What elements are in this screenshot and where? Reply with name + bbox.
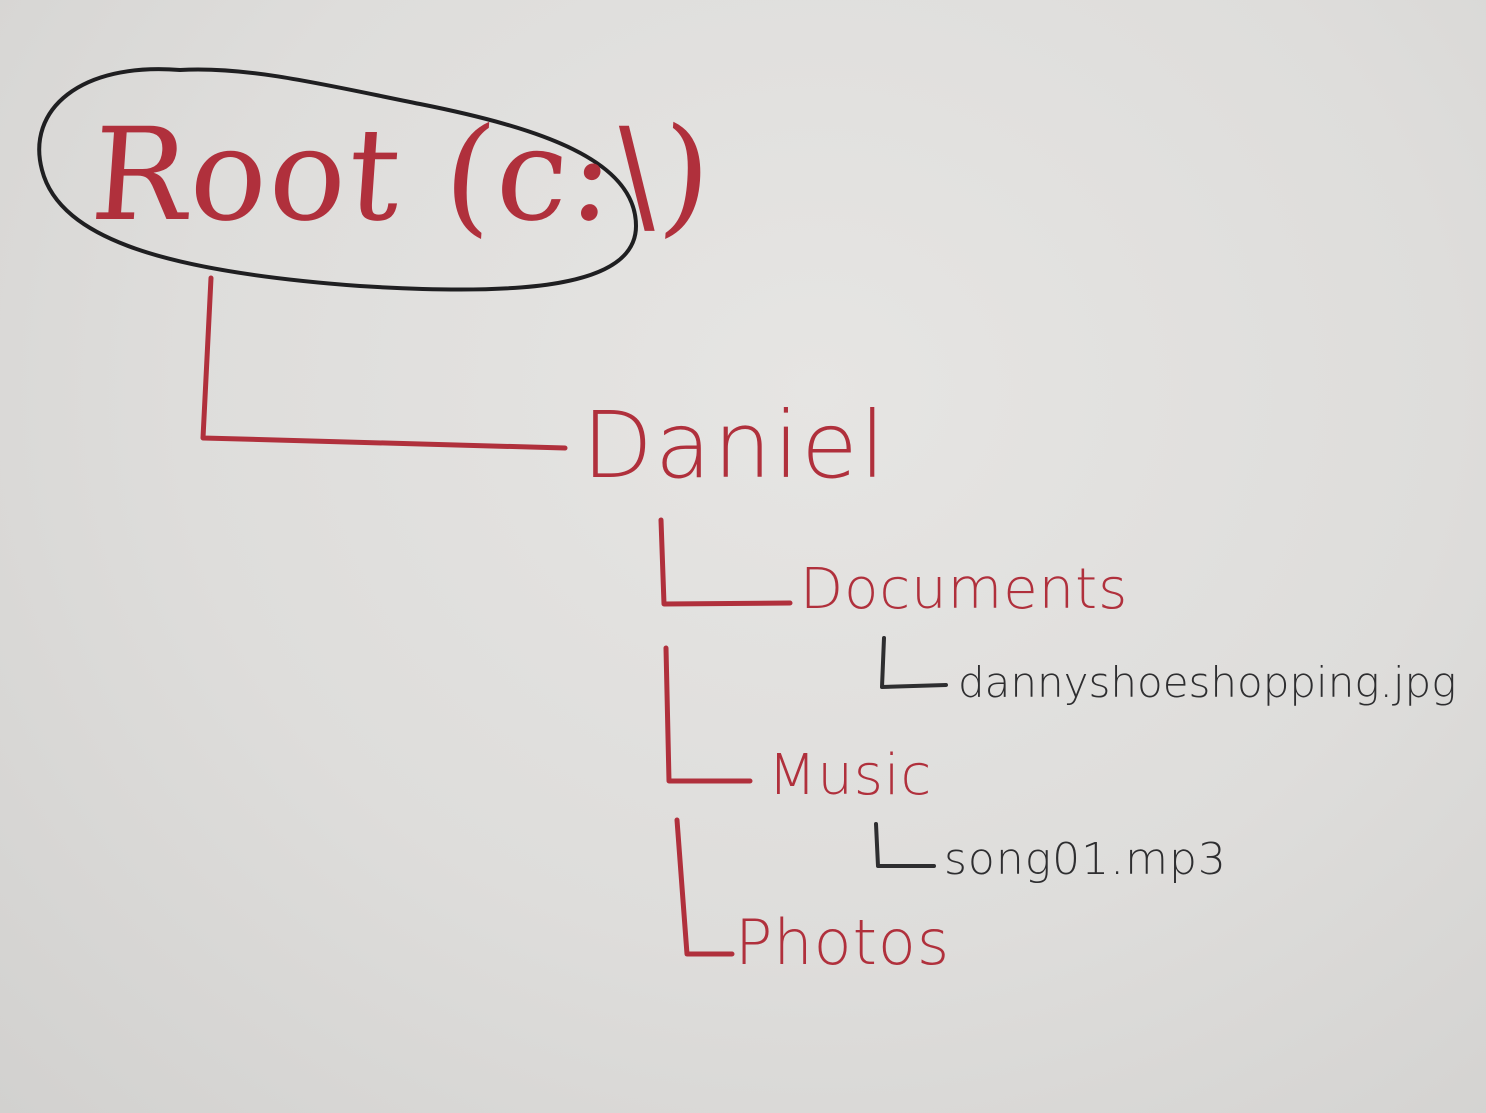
connector-daniel-music xyxy=(663,645,753,784)
connector-root-daniel xyxy=(200,275,568,451)
folder-photos-label: Photos xyxy=(735,906,951,979)
connector-music-file xyxy=(874,822,936,868)
folder-music-label: Music xyxy=(768,743,933,808)
file-audio-label: song01.mp3 xyxy=(944,834,1227,885)
root-node-label: Root (c:\) xyxy=(86,101,718,250)
connector-daniel-photos xyxy=(674,817,735,957)
root-outline xyxy=(37,67,639,292)
file-image-label: dannyshoeshopping.jpg xyxy=(958,658,1457,707)
connector-daniel-documents xyxy=(658,517,793,607)
connector-documents-file xyxy=(880,636,948,689)
folder-documents-label: Documents xyxy=(800,557,1129,622)
user-folder-label: Daniel xyxy=(582,392,888,499)
